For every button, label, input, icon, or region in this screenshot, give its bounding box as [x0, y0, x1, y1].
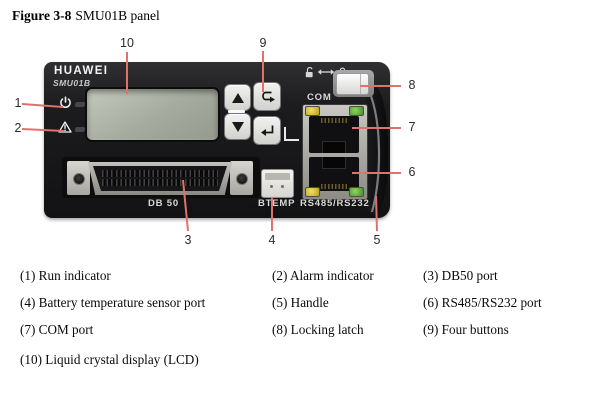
legend-item-5: (5) Handle: [272, 295, 329, 310]
figure-number: Figure 3-8: [12, 8, 72, 23]
callout-5: 5: [373, 233, 381, 247]
com-port: [309, 116, 359, 153]
legend-item-1: (1) Run indicator: [20, 268, 111, 283]
db50-right-screw-hole: [236, 173, 248, 185]
alarm-icon: [58, 121, 72, 133]
legend-item-6: (6) RS485/RS232 port: [423, 295, 542, 310]
enter-button: [253, 116, 281, 145]
btemp-pin: [270, 185, 273, 188]
legend-item-3: (3) DB50 port: [423, 268, 498, 283]
com-green-led: [349, 106, 364, 116]
latch-seam: [360, 74, 361, 94]
enter-arrow-icon: [260, 124, 275, 137]
legend-item-7: (7) COM port: [20, 322, 94, 337]
lcd-screen: [85, 87, 220, 142]
corner-bracket-mark-horizontal: [284, 139, 299, 141]
down-arrow-icon: [231, 121, 244, 132]
callout-4: 4: [268, 233, 276, 247]
battery-temperature-sensor-port: [261, 169, 294, 198]
locking-latch: [336, 73, 369, 95]
up-button: [224, 84, 251, 111]
run-indicator-led: [74, 102, 86, 107]
down-button: [224, 113, 251, 140]
rs485-label: RS485/RS232: [300, 198, 370, 209]
callout-1: 1: [14, 96, 22, 110]
rs485-rs232-port: [309, 157, 359, 191]
alarm-indicator-led: [74, 127, 86, 132]
db50-pin-row-1: [102, 170, 218, 177]
rs485-yellow-led: [305, 187, 320, 197]
db50-left-screw-hole: [73, 173, 85, 185]
com-port-tab: [322, 141, 346, 153]
db50-label: DB 50: [148, 198, 179, 209]
btemp-pin: [281, 185, 284, 188]
btemp-label: BTEMP: [258, 198, 296, 209]
com-port-pins: [321, 118, 347, 123]
rs485-green-led: [349, 187, 364, 197]
up-arrow-icon: [231, 92, 244, 103]
legend-item-2: (2) Alarm indicator: [272, 268, 374, 283]
callout-10: 10: [120, 36, 134, 50]
legend-item-8: (8) Locking latch: [272, 322, 364, 337]
rs485-port-tab: [322, 157, 346, 169]
btemp-socket: [265, 173, 290, 180]
unlock-icon: [305, 66, 314, 78]
corner-bracket-mark: [284, 127, 286, 141]
legend-item-9: (9) Four buttons: [423, 322, 509, 337]
callout-6: 6: [408, 165, 416, 179]
callout-2: 2: [14, 121, 22, 135]
power-icon: [59, 96, 72, 109]
callout-7: 7: [408, 120, 416, 134]
legend-item-4: (4) Battery temperature sensor port: [20, 295, 206, 310]
button-divider: [228, 110, 245, 113]
double-arrow-icon: [317, 68, 335, 76]
callout-3: 3: [184, 233, 192, 247]
com-port-label: COM: [307, 92, 332, 103]
callout-8: 8: [408, 78, 416, 92]
brand-logo: HUAWEI: [54, 65, 109, 77]
com-yellow-led: [305, 106, 320, 116]
rs485-port-pins: [321, 184, 347, 189]
model-label: SMU01B: [53, 78, 91, 88]
return-arrow-icon: [259, 90, 276, 103]
legend-item-10: (10) Liquid crystal display (LCD): [20, 352, 199, 367]
escape-button: [253, 82, 281, 111]
db50-pin-row-2: [102, 179, 218, 186]
callout-9: 9: [259, 36, 267, 50]
figure-title-text: SMU01B panel: [75, 8, 160, 23]
